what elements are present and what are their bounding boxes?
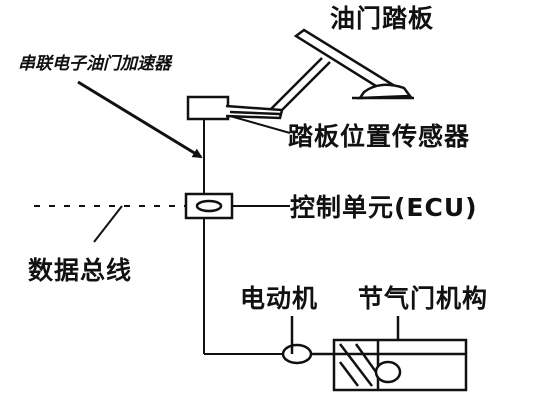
throttle-label: 节气门机构 [358, 284, 489, 313]
motor-label: 电动机 [240, 284, 319, 313]
ecu-label: 控制单元(ECU) [290, 193, 478, 222]
ecu-drawing [184, 192, 234, 220]
motor-drawing [281, 316, 334, 365]
pedal-label: 油门踏板 [330, 4, 435, 33]
accelerator-arrow [77, 80, 203, 159]
bus-label: 数据总线 [28, 256, 133, 285]
accelerator-pedal-drawing [267, 28, 414, 119]
throttle-body-drawing [332, 316, 468, 392]
bus-leader [93, 205, 123, 243]
accelerator-label: 串联电子油门加速器 [18, 54, 171, 74]
sensor-leader [229, 115, 291, 134]
sensor-label: 踏板位置传感器 [288, 122, 471, 151]
pedal-sensor-drawing [186, 95, 284, 121]
